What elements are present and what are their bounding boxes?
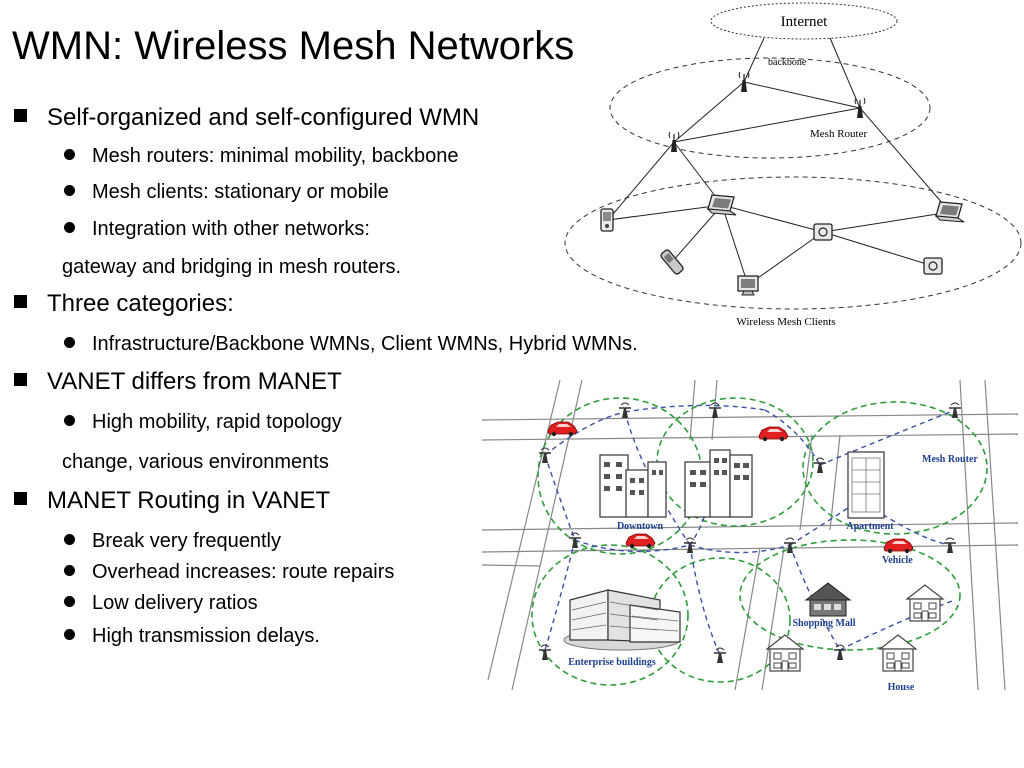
sub-bullet-item: Mesh clients: stationary or mobile — [64, 178, 389, 206]
house-icon — [906, 584, 944, 622]
topology-links — [607, 37, 951, 286]
monitor-icon — [737, 275, 759, 296]
bullet-text: High transmission delays. — [92, 625, 320, 647]
car-icon — [883, 538, 914, 554]
bullet-text: Break very frequently — [92, 530, 281, 552]
clients-region — [564, 176, 1022, 310]
mesh-router-icon — [713, 647, 727, 664]
sub-bullet-item: High transmission delays. — [64, 622, 320, 650]
bullet-text: Mesh routers: minimal mobility, backbone — [92, 145, 459, 167]
mesh-router-icon — [618, 402, 632, 419]
bullet-text: High mobility, rapid topology — [92, 411, 342, 433]
bullet-text: Three categories: — [47, 290, 234, 317]
round-bullet-icon — [64, 185, 75, 196]
house-label: House — [888, 682, 915, 693]
bullet-item: Three categories: — [14, 290, 234, 318]
sub-bullet-item: Overhead increases: route repairs — [64, 558, 394, 586]
backbone-region — [609, 57, 931, 159]
shopping-mall-label: Shopping Mall — [792, 618, 855, 629]
bullet-text: Integration with other networks: — [92, 218, 370, 240]
internet-label: Internet — [781, 14, 828, 30]
bullet-text: Self-organized and self-configured WMN — [47, 104, 480, 131]
house-icon — [766, 634, 804, 672]
sub-bullet-item: Infrastructure/Backbone WMNs, Client WMN… — [64, 330, 638, 358]
backbone-label: backbone — [768, 57, 807, 68]
internet-cloud — [710, 2, 898, 40]
vehicle-label: Vehicle — [882, 555, 913, 566]
laptop-icon — [707, 194, 737, 216]
bullet-text: VANET differs from MANET — [47, 368, 342, 395]
mesh-router-icon — [568, 532, 582, 549]
bullet-item: MANET Routing in VANET — [14, 487, 330, 515]
mesh-coverage-areas — [531, 397, 988, 686]
bullet-text: Low delivery ratios — [92, 592, 258, 614]
sub-bullet-item: Integration with other networks: — [64, 215, 370, 243]
shopping-mall-icon — [804, 582, 852, 617]
bullet-text: Overhead increases: route repairs — [92, 561, 395, 583]
slide-title: WMN: Wireless Mesh Networks — [12, 24, 575, 68]
square-bullet-icon — [14, 109, 27, 122]
bullet-item: VANET differs from MANET — [14, 368, 342, 396]
square-bullet-icon — [14, 373, 27, 386]
bullet-continuation: gateway and bridging in mesh routers. — [62, 256, 402, 278]
round-bullet-icon — [64, 629, 75, 640]
camera-icon — [813, 223, 833, 241]
enterprise-buildings-icon — [563, 589, 681, 651]
mesh-router-label: Mesh Router — [810, 128, 867, 140]
mesh-router-label: Mesh Router — [922, 454, 978, 465]
round-bullet-icon — [64, 415, 75, 426]
wireless-mesh-clients-label: Wireless Mesh Clients — [736, 316, 835, 328]
window-pattern — [571, 601, 679, 632]
city-streets — [481, 379, 1019, 691]
bullet-continuation: change, various environments — [62, 451, 329, 473]
apartment-label: Apartment — [846, 521, 894, 532]
square-bullet-icon — [14, 295, 27, 308]
window-pattern — [604, 458, 749, 495]
round-bullet-icon — [64, 534, 75, 545]
camera-icon — [923, 257, 943, 275]
enterprise-buildings-label: Enterprise buildings — [568, 657, 656, 668]
bullet-text: MANET Routing in VANET — [47, 487, 331, 514]
mesh-router-icon — [813, 457, 827, 474]
square-bullet-icon — [14, 492, 27, 505]
bullet-text: Infrastructure/Backbone WMNs, Client WMN… — [92, 333, 638, 355]
round-bullet-icon — [64, 596, 75, 607]
apartment-building-icon — [847, 451, 885, 519]
pda-icon — [600, 208, 614, 232]
round-bullet-icon — [64, 337, 75, 348]
car-icon — [625, 533, 656, 549]
sub-bullet-item: High mobility, rapid topology — [64, 408, 342, 436]
sub-bullet-item: Mesh routers: minimal mobility, backbone — [64, 142, 458, 170]
laptop-icon — [935, 201, 965, 223]
wmn-topology-diagram: Internet backbone Mesh Router Wireless M… — [564, 2, 1022, 328]
bullet-item: Self-organized and self-configured WMN — [14, 104, 479, 132]
round-bullet-icon — [64, 149, 75, 160]
mesh-router-antenna-icon — [668, 131, 680, 153]
sub-bullet-item: Break very frequently — [64, 527, 281, 555]
sub-bullet-item: Low delivery ratios — [64, 589, 258, 617]
round-bullet-icon — [64, 222, 75, 233]
downtown-label: Downtown — [617, 521, 664, 532]
round-bullet-icon — [64, 565, 75, 576]
downtown-buildings-icon — [599, 449, 753, 518]
car-icon — [758, 426, 789, 442]
bullet-text: Mesh clients: stationary or mobile — [92, 181, 389, 203]
city-mesh-diagram: Downtown Apartment Mesh Router Vehicle E… — [481, 379, 1019, 693]
